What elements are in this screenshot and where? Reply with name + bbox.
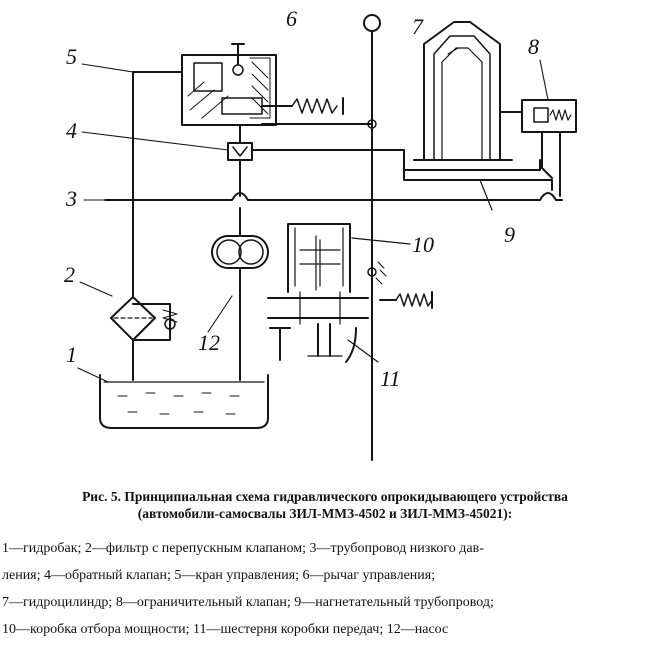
hydraulic-tank xyxy=(99,374,269,429)
filter-with-bypass xyxy=(110,71,178,381)
callout-11: 11 xyxy=(380,366,400,391)
figure-caption-title: Рис. 5. Принципиальная схема гидравличес… xyxy=(0,488,650,522)
callout-3: 3 xyxy=(65,186,77,211)
callout-6: 6 xyxy=(286,6,297,31)
limiting-valve xyxy=(499,99,577,197)
legend-line-2: ления; 4—обратный клапан; 5—кран управле… xyxy=(2,568,436,583)
leader-lines xyxy=(77,47,549,383)
legend-line-3: 7—гидроцилиндр; 8—ограничительный клапан… xyxy=(2,595,494,610)
callout-5: 5 xyxy=(66,44,77,69)
pressure-line xyxy=(403,169,553,211)
caption-line-1: Рис. 5. Принципиальная схема гидравличес… xyxy=(82,489,568,504)
callout-7: 7 xyxy=(412,14,424,39)
hydraulic-cylinder xyxy=(403,21,541,171)
control-lever xyxy=(261,14,433,461)
legend-line-1: 1—гидробак; 2—фильтр с перепускным клапа… xyxy=(2,541,484,556)
control-valve xyxy=(132,43,344,126)
gearbox-gear xyxy=(269,323,379,363)
power-takeoff-box xyxy=(267,223,411,325)
callout-10: 10 xyxy=(412,232,434,257)
caption-line-2: (автомобили-самосвалы ЗИЛ-ММЗ-4502 и ЗИЛ… xyxy=(137,506,513,521)
pump xyxy=(211,235,269,381)
hydraulic-schematic: 1 2 3 4 5 6 7 8 9 10 11 12 xyxy=(64,6,577,461)
callout-8: 8 xyxy=(528,34,539,59)
callout-9: 9 xyxy=(504,222,515,247)
callout-2: 2 xyxy=(64,262,75,287)
figure-legend: 1—гидробак; 2—фильтр с перепускным клапа… xyxy=(2,535,648,643)
callout-4: 4 xyxy=(66,118,77,143)
check-valve xyxy=(227,124,405,237)
legend-line-4: 10—коробка отбора мощности; 11—шестерня … xyxy=(2,622,449,637)
callout-1: 1 xyxy=(66,342,77,367)
low-pressure-line xyxy=(104,192,563,201)
callout-12: 12 xyxy=(198,330,220,355)
